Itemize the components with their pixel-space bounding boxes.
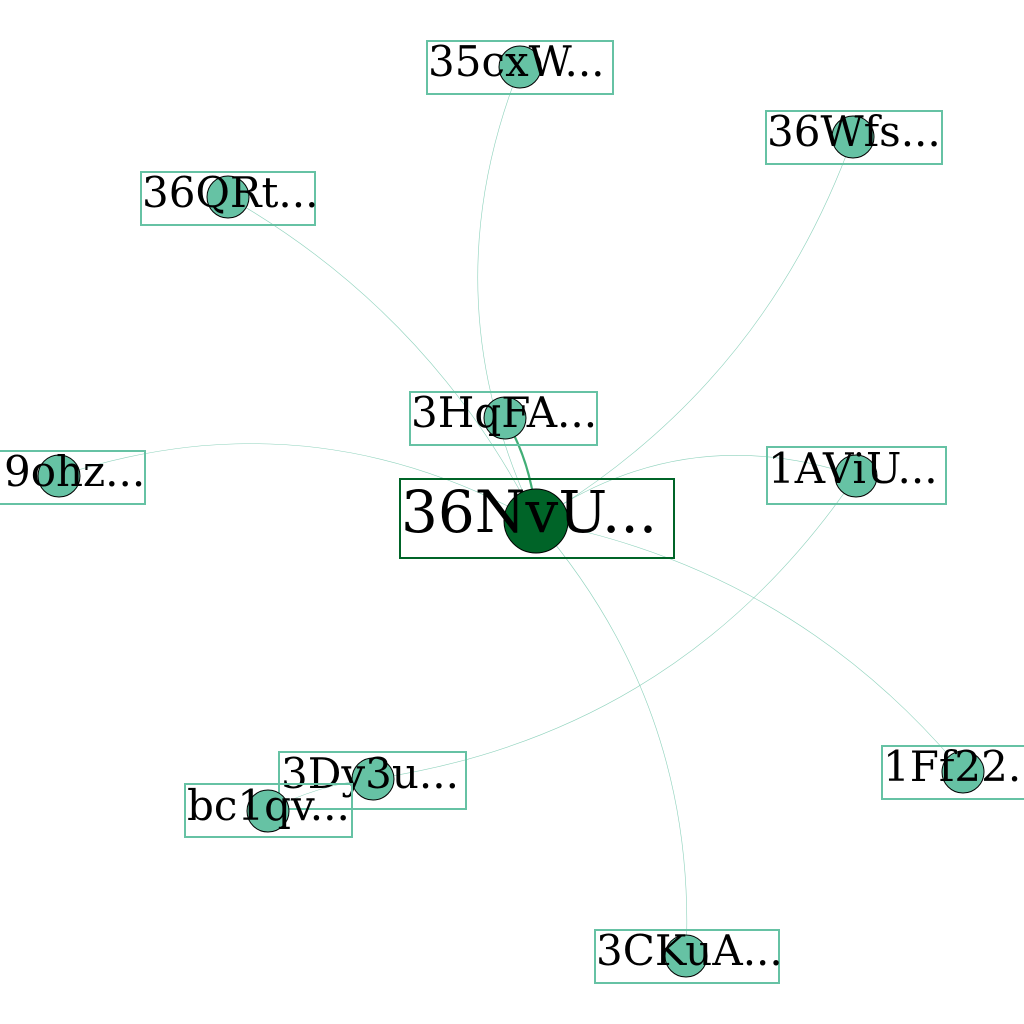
node-label: 1AViU...: [768, 444, 938, 493]
graph-node[interactable]: 9ohz...: [0, 447, 146, 505]
graph-node[interactable]: 35cxW...: [426, 37, 614, 95]
center-node[interactable]: 36NvU...: [399, 478, 675, 559]
node-circle[interactable]: [246, 789, 290, 833]
node-label: 3Dy3u...: [281, 749, 459, 798]
node-circle[interactable]: [941, 750, 985, 794]
node-label-box: [184, 783, 353, 838]
nodes-layer: 35cxW... 36Wfs... 36QRt... 3HqFA... 9ohz... 1…: [0, 37, 1024, 984]
graph-edge-center-n9: [535, 520, 964, 773]
node-label: 36NvU...: [401, 478, 657, 546]
node-circle[interactable]: [834, 454, 878, 498]
graph-node[interactable]: 3HqFA...: [409, 388, 598, 446]
node-label-box: [766, 446, 947, 505]
node-circle[interactable]: [664, 934, 708, 978]
node-label-box: [594, 929, 780, 984]
node-label: 36Wfs...: [767, 107, 941, 156]
graph-edge-center-n2: [535, 136, 854, 522]
node-circle[interactable]: [503, 488, 569, 554]
node-circle[interactable]: [831, 115, 875, 159]
graph-edge-center-n5: [58, 443, 537, 522]
node-circle[interactable]: [206, 175, 250, 219]
graph-edge-n6-n7: [372, 475, 857, 780]
node-label-box: [0, 450, 146, 505]
node-label-box: [278, 751, 467, 810]
graph-edge-center-n6: [535, 455, 857, 522]
node-label: 3HqFA...: [411, 388, 597, 437]
node-label-box: [409, 391, 598, 446]
graph-edge-center-n1: [477, 66, 537, 522]
node-label-box: [881, 745, 1024, 800]
graph-node[interactable]: bc1qv...: [184, 781, 353, 838]
graph-node[interactable]: 3CKuA...: [594, 926, 783, 984]
node-circle[interactable]: [37, 454, 81, 498]
graph-node[interactable]: 36Wfs...: [765, 107, 943, 165]
node-label-box: [399, 478, 675, 559]
node-label: 1Ff22...: [883, 742, 1024, 791]
graph-node[interactable]: 1AViU...: [766, 444, 947, 505]
node-label: 36QRt...: [142, 168, 318, 217]
node-circle[interactable]: [351, 757, 395, 801]
graph-node[interactable]: 1Ff22...: [881, 742, 1024, 800]
node-label-box: [426, 40, 614, 95]
node-label: 3CKuA...: [596, 926, 783, 975]
graph-edge-center-n3: [227, 196, 537, 522]
node-label: 35cxW...: [428, 37, 605, 86]
node-circle[interactable]: [498, 45, 542, 89]
node-label-box: [765, 110, 943, 165]
node-label: bc1qv...: [187, 781, 350, 830]
graph-node[interactable]: 36QRt...: [140, 168, 318, 226]
node-label-box: [140, 171, 316, 226]
graph-node[interactable]: 3Dy3u...: [278, 749, 467, 810]
graph-edge-center-n10: [535, 520, 688, 957]
node-circle[interactable]: [483, 396, 527, 440]
node-label: 9ohz...: [4, 447, 145, 496]
